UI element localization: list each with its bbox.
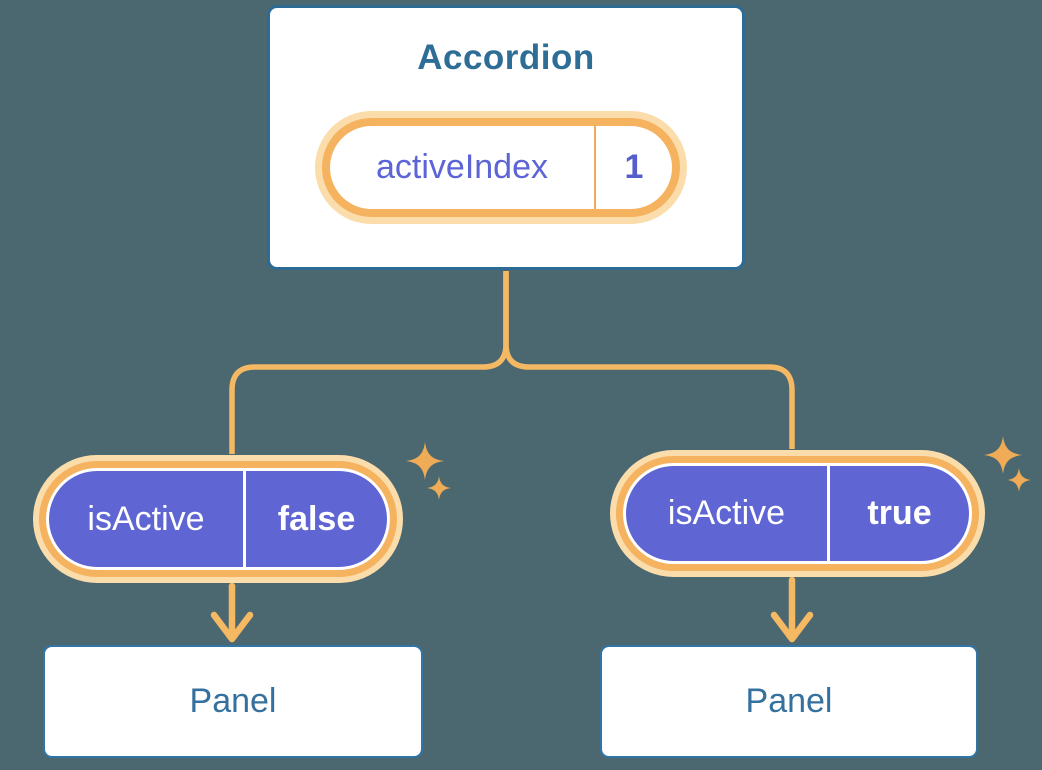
prop-name: isActive	[87, 499, 205, 538]
state-pill: activeIndex 1	[322, 118, 680, 217]
pill-divider	[594, 126, 596, 209]
state-name: activeIndex	[376, 148, 548, 186]
panel-card-left: Panel	[43, 645, 423, 758]
state-value: 1	[624, 148, 644, 186]
fork-connector	[229, 271, 795, 454]
prop-value: false	[277, 499, 356, 538]
prop-pill-left: isActive false	[46, 468, 390, 570]
accordion-title: Accordion	[417, 38, 595, 77]
panel-label: Panel	[189, 682, 277, 720]
accordion-card: Accordion activeIndex 1	[267, 5, 745, 270]
panel-card-right: Panel	[600, 645, 978, 758]
prop-pill-right: isActive true	[623, 463, 972, 564]
down-arrow-icon	[210, 582, 254, 643]
sparkle-icon	[984, 436, 1031, 492]
pill-divider	[243, 471, 246, 567]
sparkle-icon	[406, 442, 451, 500]
down-arrow-icon	[770, 576, 814, 643]
panel-label: Panel	[745, 682, 833, 720]
pill-divider	[827, 466, 830, 561]
prop-name: isActive	[667, 494, 786, 532]
prop-value: true	[867, 494, 932, 532]
